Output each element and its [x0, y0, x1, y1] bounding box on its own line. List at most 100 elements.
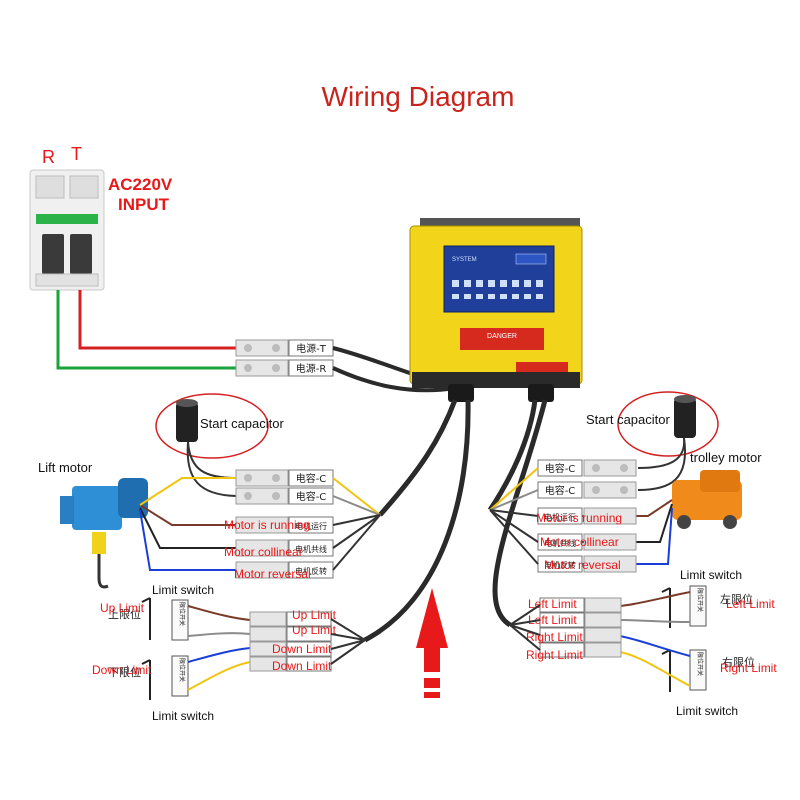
right-motor-out — [489, 509, 539, 565]
left-capacitor-highlight — [155, 393, 269, 459]
left-down-limit-label: Down Limit — [92, 663, 152, 677]
left-terminal-down-2: Down Limit — [272, 659, 332, 673]
right-limit-wire-blue — [619, 635, 691, 657]
left-motor-terminal-3: 电机反转 — [295, 566, 327, 576]
right-motor-running: Motor is running — [536, 511, 622, 525]
wire-red — [78, 290, 236, 350]
right-motor-terminal-block: 电机运行 电机共线 电机反转 — [537, 507, 637, 573]
left-limit-switch-top-label: Limit switch — [152, 583, 214, 597]
right-motor-reversal: Motor reversal — [544, 558, 621, 572]
left-motor-terminal-1: 电机运行 — [295, 521, 327, 531]
right-cap-out-gray — [489, 489, 539, 511]
left-cap-out-yellow — [332, 477, 381, 516]
screen-buttons — [452, 280, 543, 299]
left-limit-wire-blue — [187, 647, 251, 663]
lift-motor — [60, 478, 148, 589]
circuit-breaker — [29, 169, 105, 291]
left-cap-terminal-block: 电容-C 电容-C — [235, 469, 334, 505]
right-motor-terminal-2: 电机共线 — [544, 538, 576, 548]
left-switch-cn-down: 限位开关 — [178, 658, 186, 682]
left-limit-out — [330, 618, 366, 665]
terminal-power-r: 电源-R — [296, 362, 327, 375]
right-limit-switch-bottom-label: Limit switch — [676, 704, 738, 718]
cable-to-left-cap — [378, 399, 458, 517]
right-limit-wire-gray — [619, 619, 691, 623]
right-switch-cn-left: 限位开关 — [696, 588, 704, 612]
right-right-limit-cn: 右限位 — [722, 655, 755, 669]
right-left-limit-cn: 左限位 — [720, 592, 753, 606]
left-terminal-up-1: Up Limit — [292, 608, 337, 622]
wire-green — [56, 290, 236, 370]
left-limit-switch-bottom-label: Limit switch — [152, 709, 214, 723]
right-limit-switch-top-label: Limit switch — [680, 568, 742, 582]
right-motor-collinear: Motor collinear — [540, 535, 619, 549]
right-motor-terminal-3: 电机反转 — [544, 560, 576, 570]
phase-r-label: R — [42, 147, 55, 167]
right-capacitor-label: Start capacitor — [586, 412, 670, 427]
left-limit-wire-brown — [187, 605, 251, 621]
right-terminal-left-2: Left Limit — [528, 613, 577, 627]
trolley-motor-label: trolley motor — [690, 450, 762, 465]
cable-to-left-limit — [363, 399, 471, 643]
left-capacitor — [176, 399, 198, 442]
left-down-limit-cn: 下限位 — [108, 665, 141, 679]
left-up-limit-cn: 上限位 — [108, 607, 141, 621]
left-limit-switch-up: 限位开关 — [141, 597, 189, 641]
lift-motor-label: Lift motor — [38, 460, 93, 475]
cable-to-right-limit — [492, 399, 548, 628]
right-right-limit-label: Right Limit — [720, 661, 777, 675]
left-cap-wire-2 — [186, 441, 237, 497]
screen-header: SYSTEM — [452, 257, 477, 263]
right-cap-terminal-block: 电容-C 电容-C — [537, 459, 637, 499]
power-input: R T AC220V INPUT — [29, 144, 173, 291]
right-cap-out-yellow — [489, 467, 539, 511]
left-limit-switch-down: 限位开关 — [141, 655, 189, 700]
left-cap-out-gray — [332, 495, 381, 516]
left-up-limit-label: Up Limit — [100, 601, 145, 615]
right-capacitor-highlight — [617, 391, 719, 457]
right-terminal-left-1: Left Limit — [528, 597, 577, 611]
left-motor-collinear: Motor collinear — [224, 545, 303, 559]
left-motor-terminal-2: 电机共线 — [295, 544, 327, 554]
left-motor-out — [332, 514, 381, 571]
right-terminal-right-2: Right Limit — [526, 648, 583, 662]
right-cap-terminal-1: 电容-C — [545, 462, 576, 475]
up-arrow-indicator — [416, 588, 448, 698]
left-limit-wire-yellow — [187, 661, 251, 691]
warning-sticker — [460, 328, 544, 350]
right-cap-terminal-2: 电容-C — [545, 484, 576, 497]
right-limit-out — [509, 604, 541, 651]
cable-to-right-cap — [487, 399, 538, 512]
left-cap-terminal-1: 电容-C — [296, 472, 327, 485]
left-motor-running: Motor is running — [224, 518, 310, 532]
right-capacitor — [674, 395, 696, 438]
controller-box: SYSTEM DANGER — [409, 218, 583, 402]
right-limit-wire-brown — [619, 591, 691, 607]
voltage-label: AC220V — [108, 175, 173, 194]
left-limit-wire-gray — [187, 632, 251, 637]
right-limit-wire-yellow — [619, 651, 691, 687]
lift-wire-yellow — [139, 477, 236, 506]
left-limit-terminal-block — [249, 611, 332, 672]
left-cap-wire — [187, 441, 237, 479]
trolley-motor — [672, 470, 742, 529]
left-terminal-down-1: Down Limit — [272, 642, 332, 656]
right-motor-terminal-1: 电机运行 — [544, 512, 576, 522]
terminal-power-t: 电源-T — [296, 342, 327, 355]
right-terminal-right-1: Right Limit — [526, 630, 583, 644]
power-cable-2 — [332, 366, 456, 393]
diagram-title: Wiring Diagram — [322, 81, 515, 112]
phase-t-label: T — [71, 144, 82, 164]
right-limit-switch-right: 限位开关 — [661, 649, 707, 692]
right-cap-wire-2 — [637, 437, 687, 491]
warning-label: DANGER — [487, 333, 517, 340]
left-switch-cn-up: 限位开关 — [178, 602, 186, 626]
left-terminal-up-2: Up Limit — [292, 623, 337, 637]
right-switch-cn-right: 限位开关 — [696, 652, 704, 676]
left-cap-terminal-2: 电容-C — [296, 490, 327, 503]
right-left-limit-label: Left Limit — [726, 597, 775, 611]
input-label: INPUT — [118, 195, 170, 214]
power-terminal-block: 电源-T 电源-R — [235, 339, 334, 377]
left-motor-reversal: Motor reversal — [234, 567, 311, 581]
